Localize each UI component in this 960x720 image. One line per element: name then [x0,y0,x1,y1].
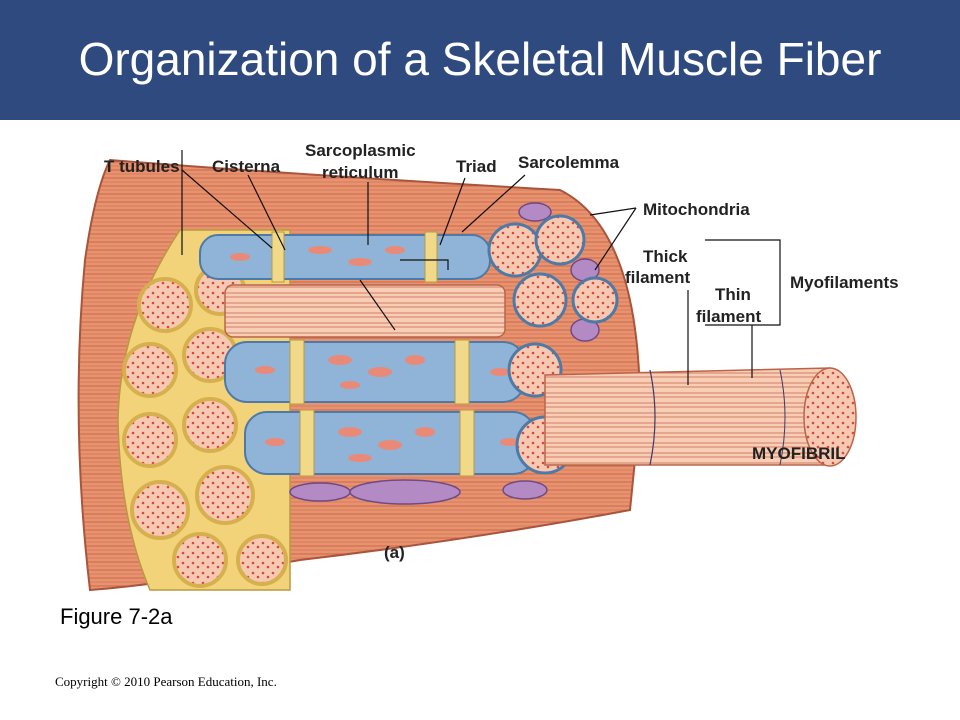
mitochondria-shapes [289,202,600,505]
label-myofilaments: Myofilaments [790,273,899,292]
muscle-fiber-diagram: T tubules Cisterna Sarcoplasmic reticulu… [77,141,899,592]
label-thin-1: Thin [715,285,751,304]
figure-reference: Figure 7-2a [60,604,173,629]
copyright-notice: Copyright © 2010 Pearson Education, Inc. [55,674,277,689]
label-mitochondria: Mitochondria [643,200,750,219]
title-bar [0,0,960,120]
extended-myofibril [544,367,857,467]
label-sarcoplasmic-1: Sarcoplasmic [305,141,416,160]
cross-section-myofibrils [122,264,288,588]
label-panel-a: (a) [384,543,405,562]
label-thin-2: filament [696,307,762,326]
label-cisterna: Cisterna [212,157,281,176]
leader-lines [181,150,781,385]
label-thick-2: filament [625,268,691,287]
label-sarcoplasmic-2: reticulum [322,163,399,182]
label-sarcolemma: Sarcolemma [518,153,620,172]
diagram-labels: T tubules Cisterna Sarcoplasmic reticulu… [104,141,899,562]
label-thick-1: Thick [643,247,688,266]
label-t-tubules: T tubules [104,157,180,176]
sarcoplasmic-reticulum-rows [199,231,536,477]
slide-title: Organization of a Skeletal Muscle Fiber [78,33,882,85]
label-triad: Triad [456,157,497,176]
label-myofibril: MYOFIBRIL [752,444,846,463]
